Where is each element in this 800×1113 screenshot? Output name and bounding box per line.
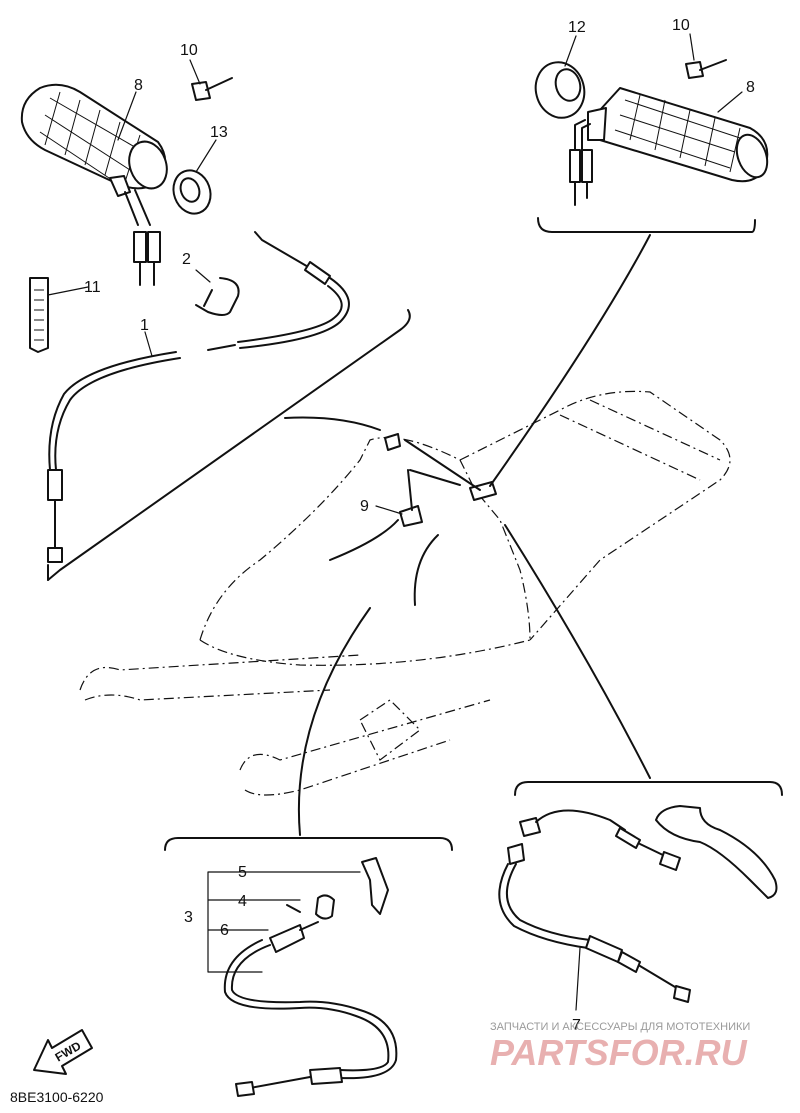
callout-5: 5 <box>238 864 247 881</box>
callout-arrows <box>284 234 651 836</box>
callout-11: 11 <box>84 279 101 296</box>
choke-cable <box>207 857 398 1097</box>
callout-3: 3 <box>184 909 193 926</box>
callout-6: 6 <box>220 922 229 939</box>
callout-2: 2 <box>182 251 191 268</box>
throttle-cable <box>47 231 350 563</box>
part-code: 8BE3100-6220 <box>10 1089 104 1105</box>
snowmobile-body <box>79 390 731 796</box>
callout-9: 9 <box>360 498 369 515</box>
panel-border-right <box>537 217 756 233</box>
screw-left <box>191 77 233 101</box>
left-grip <box>20 83 168 286</box>
panel-border-bottom-left <box>164 837 453 851</box>
callout-8-right: 8 <box>746 79 755 96</box>
fwd-arrow: FWD <box>33 1029 93 1075</box>
callout-4: 4 <box>238 893 247 910</box>
callout-13: 13 <box>210 124 228 141</box>
cable-tie <box>29 277 49 353</box>
panel-border-bottom-right <box>514 781 783 796</box>
watermark-tagline: ЗАПЧАСТИ И АКСЕССУАРЫ ДЛЯ МОТОТЕХНИКИ <box>490 1021 750 1033</box>
callout-12: 12 <box>568 19 586 36</box>
grip-ring-12 <box>534 61 586 119</box>
panel-border-left <box>47 309 411 581</box>
seal-ring <box>172 169 212 215</box>
callout-1: 1 <box>140 317 149 334</box>
callout-10-left: 10 <box>180 42 198 59</box>
watermark-logo: PARTSFOR.RU <box>490 1032 748 1073</box>
right-grip <box>569 87 769 206</box>
brake-cable-lever <box>498 805 778 1003</box>
callout-7: 7 <box>572 1017 581 1034</box>
screw-right <box>685 59 727 79</box>
callout-8-left: 8 <box>134 77 143 94</box>
clip <box>195 277 240 316</box>
callout-10-right: 10 <box>672 17 690 34</box>
leader-lines <box>47 33 743 1011</box>
